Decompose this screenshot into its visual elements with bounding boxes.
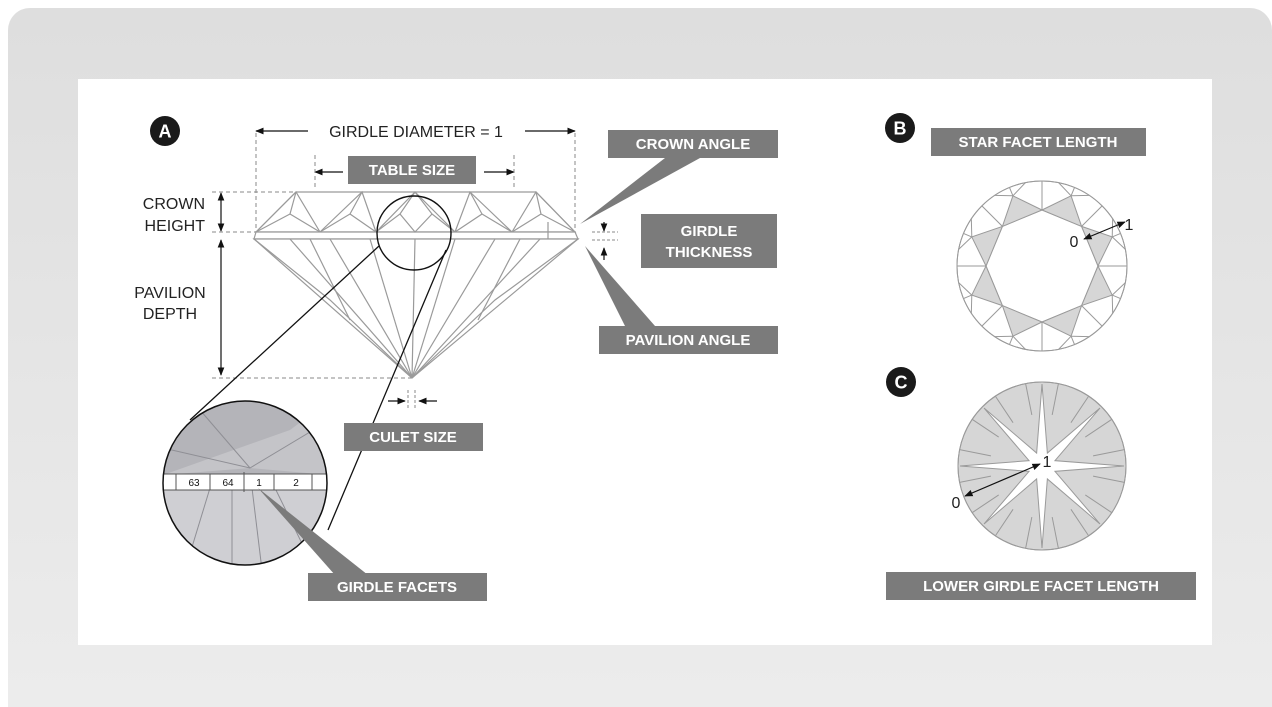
girdle-facets-label: GIRDLE FACETS bbox=[337, 579, 457, 596]
lower-girdle-line bbox=[1085, 494, 1113, 514]
pavilion-angle-callout: PAVILION ANGLE bbox=[585, 246, 778, 354]
star-facet-scale-0: 0 bbox=[1070, 234, 1079, 251]
facet-line bbox=[958, 282, 973, 296]
lower-girdle-line bbox=[1085, 418, 1113, 438]
crown-height-dimension: CROWN HEIGHT bbox=[143, 191, 296, 235]
facet-line bbox=[1058, 335, 1072, 350]
lower-girdle-line bbox=[971, 418, 999, 438]
lower-girdle-line bbox=[1025, 383, 1033, 416]
facet-line bbox=[1070, 336, 1075, 345]
crown-angle-label: CROWN ANGLE bbox=[636, 136, 750, 153]
facet-line bbox=[1009, 187, 1014, 196]
facet-number-2: 2 bbox=[293, 478, 299, 489]
girdle-thickness-callout: GIRDLE THICKNESS bbox=[592, 214, 777, 268]
badge-a: A bbox=[150, 116, 180, 146]
facet-number-63: 63 bbox=[188, 478, 200, 489]
facet-line bbox=[958, 236, 973, 250]
star-facet-measure-arrow bbox=[1083, 221, 1126, 240]
crown-angle-callout: CROWN ANGLE bbox=[580, 130, 778, 224]
lower-girdle-scale-1: 1 bbox=[1043, 454, 1052, 471]
girdle-thickness-label-1: GIRDLE bbox=[681, 223, 738, 240]
star-facet bbox=[1001, 304, 1044, 337]
crown-height-label-1: CROWN bbox=[143, 196, 205, 213]
facet-number-64: 64 bbox=[222, 478, 234, 489]
star-facet bbox=[971, 264, 1004, 307]
diamond-profile bbox=[252, 190, 580, 379]
star-facet-scale-1: 1 bbox=[1125, 217, 1134, 234]
lower-girdle-scale-0: 0 bbox=[952, 495, 961, 512]
star-facet-top-view bbox=[956, 180, 1128, 352]
lower-girdle-line bbox=[1092, 449, 1125, 457]
lower-girdle-line bbox=[971, 494, 999, 514]
magnifier-ring bbox=[376, 195, 452, 271]
facet-line bbox=[963, 294, 972, 299]
star-facet bbox=[1001, 195, 1044, 228]
facet-line bbox=[981, 305, 1003, 327]
facet-line bbox=[1058, 182, 1072, 197]
pavilion-depth-label-2: DEPTH bbox=[143, 306, 197, 323]
figure-c: C 0 1 LOWER GIRDLE FACET LENGTH bbox=[886, 367, 1196, 600]
girdle-diameter-label: GIRDLE DIAMETER = 1 bbox=[329, 124, 503, 141]
facet-line bbox=[1070, 187, 1075, 196]
lower-girdle-line bbox=[994, 509, 1014, 537]
crown-height-label-2: HEIGHT bbox=[145, 218, 206, 235]
facet-line bbox=[1012, 335, 1026, 350]
girdle-diameter-dimension: GIRDLE DIAMETER = 1 bbox=[255, 124, 576, 232]
lower-girdle-line bbox=[1025, 516, 1033, 549]
facet-number-1: 1 bbox=[256, 478, 262, 489]
lower-girdle-line bbox=[1070, 509, 1090, 537]
lower-girdle-facet-length-label: LOWER GIRDLE FACET LENGTH bbox=[923, 578, 1159, 595]
badge-a-letter: A bbox=[159, 122, 172, 142]
pavilion-depth-dimension: PAVILION DEPTH bbox=[134, 239, 412, 379]
lower-girdle-line bbox=[1051, 383, 1059, 416]
facet-line bbox=[981, 205, 1003, 227]
girdle-facets-callout: GIRDLE FACETS bbox=[258, 488, 487, 601]
lower-girdle-line bbox=[959, 449, 992, 457]
star-facet-length-label: STAR FACET LENGTH bbox=[959, 134, 1118, 151]
facet-line bbox=[963, 233, 972, 238]
figure-b: B STAR FACET LENGTH 0 1 bbox=[885, 113, 1146, 352]
facet-line bbox=[1012, 182, 1026, 197]
lower-girdle-line bbox=[1070, 395, 1090, 423]
figure-a: A GIRDLE DIAMETER = 1 TABLE SIZE CROWN H… bbox=[134, 116, 778, 601]
pavilion-angle-label: PAVILION ANGLE bbox=[626, 332, 751, 349]
badge-c-letter: C bbox=[895, 373, 908, 393]
facet-line bbox=[1111, 282, 1126, 296]
lower-girdle-line bbox=[1051, 516, 1059, 549]
facet-line bbox=[1009, 336, 1014, 345]
facet-line bbox=[1081, 305, 1103, 327]
star-facet bbox=[1040, 195, 1083, 228]
lower-girdle-measure-arrow bbox=[964, 463, 1041, 497]
culet-size-callout: CULET SIZE bbox=[344, 390, 483, 451]
lower-girdle-line bbox=[1092, 475, 1125, 483]
culet-size-label: CULET SIZE bbox=[369, 429, 457, 446]
pavilion-depth-label-1: PAVILION bbox=[134, 285, 205, 302]
lower-girdle-top-view bbox=[957, 381, 1127, 551]
star-facet bbox=[1080, 264, 1113, 307]
badge-b-letter: B bbox=[894, 119, 907, 139]
girdle-thickness-label-2: THICKNESS bbox=[666, 244, 753, 261]
lower-girdle-line bbox=[994, 395, 1014, 423]
loupe-magnified-view: 63 64 1 2 bbox=[162, 400, 328, 566]
table-size-dimension: TABLE SIZE bbox=[314, 155, 515, 190]
badge-b: B bbox=[885, 113, 915, 143]
badge-c: C bbox=[886, 367, 916, 397]
star-facet bbox=[971, 225, 1004, 268]
table-size-label: TABLE SIZE bbox=[369, 162, 455, 179]
facet-line bbox=[1112, 294, 1121, 299]
star-facet bbox=[1040, 304, 1083, 337]
